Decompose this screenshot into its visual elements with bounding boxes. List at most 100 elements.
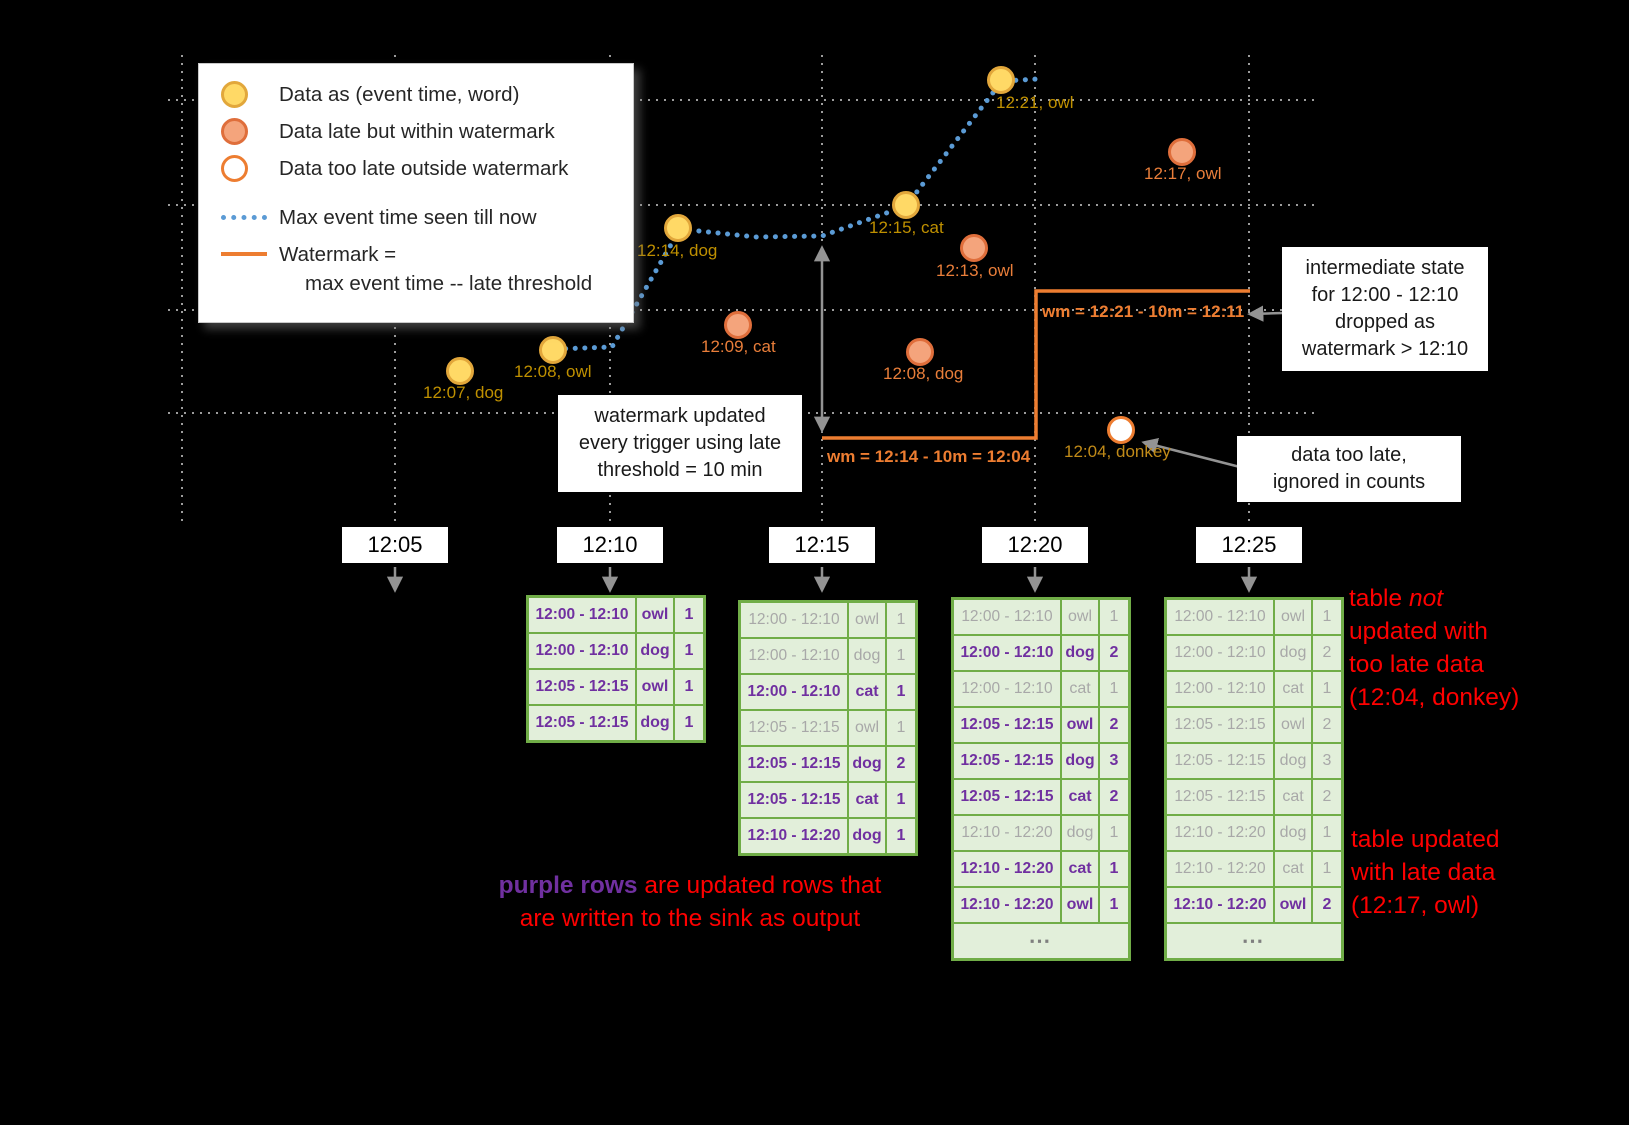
cell-word: dog bbox=[1062, 636, 1098, 670]
note-line: table updated bbox=[1351, 826, 1500, 853]
cell-window: 12:05 - 12:15 bbox=[954, 780, 1060, 814]
callout-line: watermark updated bbox=[594, 405, 766, 427]
cell-window: 12:10 - 12:20 bbox=[741, 819, 847, 853]
too-late-callout-arrow bbox=[1141, 437, 1241, 469]
cell-word: dog bbox=[849, 819, 885, 853]
event-point-label: 12:04, donkey bbox=[1064, 442, 1171, 461]
cell-window: 12:10 - 12:20 bbox=[1167, 816, 1273, 850]
cell-window: 12:00 - 12:10 bbox=[954, 636, 1060, 670]
too-late-dot-icon bbox=[221, 155, 248, 182]
legend-item-too-late: Data too late outside watermark bbox=[221, 154, 619, 183]
callout-line: data too late, bbox=[1291, 444, 1407, 466]
callout-line: threshold = 10 min bbox=[597, 459, 763, 481]
cell-count: 3 bbox=[1313, 744, 1341, 778]
cell-count: 2 bbox=[1100, 708, 1128, 742]
cell-count: 2 bbox=[887, 747, 915, 781]
cell-word: cat bbox=[849, 783, 885, 817]
cell-window: 12:00 - 12:10 bbox=[1167, 636, 1273, 670]
cell-window: 12:00 - 12:10 bbox=[954, 672, 1060, 706]
cell-word: dog bbox=[849, 747, 885, 781]
cell-window: 12:05 - 12:15 bbox=[529, 670, 635, 704]
cell-word: owl bbox=[1062, 888, 1098, 922]
cell-word: cat bbox=[1062, 672, 1098, 706]
note-table-updated-late: table updated with late data (12:17, owl… bbox=[1351, 823, 1500, 922]
note-line: table not bbox=[1349, 585, 1443, 612]
cell-count: 2 bbox=[1313, 780, 1341, 814]
cell-word: owl bbox=[637, 670, 673, 704]
cell-word: owl bbox=[1275, 888, 1311, 922]
cell-window: 12:00 - 12:10 bbox=[741, 603, 847, 637]
cell-count: 1 bbox=[1313, 672, 1341, 706]
cell-window: 12:00 - 12:10 bbox=[529, 634, 635, 668]
cell-count: 1 bbox=[887, 711, 915, 745]
ellipsis-cell: ⋯ bbox=[1167, 924, 1341, 958]
event-point-label: 12:15, cat bbox=[869, 218, 944, 237]
cell-word: cat bbox=[1275, 672, 1311, 706]
note-line: purple rows are updated rows that bbox=[498, 872, 882, 899]
cell-window: 12:00 - 12:10 bbox=[741, 639, 847, 673]
legend-item-late: Data late but within watermark bbox=[221, 117, 619, 146]
cell-count: 1 bbox=[887, 819, 915, 853]
late-dot-icon bbox=[221, 118, 248, 145]
cell-count: 2 bbox=[1100, 636, 1128, 670]
note-line: are written to the sink as output bbox=[519, 905, 861, 932]
note-line: (12:04, donkey) bbox=[1349, 684, 1520, 711]
cell-word: dog bbox=[1275, 636, 1311, 670]
max-event-time-line bbox=[553, 76, 1041, 352]
cell-window: 12:00 - 12:10 bbox=[954, 600, 1060, 634]
event-dot-late bbox=[960, 234, 988, 262]
ellipsis-row: ⋯ bbox=[954, 924, 1128, 958]
cell-count: 1 bbox=[1100, 852, 1128, 886]
cell-count: 1 bbox=[1313, 852, 1341, 886]
cell-word: owl bbox=[849, 711, 885, 745]
cell-word: owl bbox=[1275, 708, 1311, 742]
event-dot-on-time bbox=[892, 191, 920, 219]
cell-window: 12:05 - 12:15 bbox=[529, 706, 635, 740]
cell-word: owl bbox=[1062, 708, 1098, 742]
event-point-label: 12:13, owl bbox=[936, 261, 1014, 280]
cell-window: 12:10 - 12:20 bbox=[954, 816, 1060, 850]
cell-word: owl bbox=[1275, 600, 1311, 634]
cell-word: dog bbox=[637, 706, 673, 740]
cell-window: 12:05 - 12:15 bbox=[954, 708, 1060, 742]
cell-count: 1 bbox=[887, 675, 915, 709]
event-dot-late bbox=[1168, 138, 1196, 166]
intermediate-callout-arrow bbox=[1247, 305, 1284, 322]
cell-count: 1 bbox=[1313, 600, 1341, 634]
note-line: too late data bbox=[1349, 651, 1484, 678]
cell-count: 2 bbox=[1313, 888, 1341, 922]
watermark-line-icon bbox=[221, 252, 267, 256]
note-line: (12:17, owl) bbox=[1351, 892, 1480, 919]
purple-rows-highlight: purple rows bbox=[498, 872, 638, 899]
event-point-label: 12:14, dog bbox=[637, 241, 718, 260]
cell-window: 12:10 - 12:20 bbox=[1167, 852, 1273, 886]
cell-word: owl bbox=[637, 598, 673, 632]
max-event-time-line-icon bbox=[221, 215, 267, 220]
cell-word: owl bbox=[1062, 600, 1098, 634]
cell-word: owl bbox=[849, 603, 885, 637]
cell-word: cat bbox=[1062, 852, 1098, 886]
event-point-label: 12:08, dog bbox=[883, 364, 964, 383]
watermark-value-1: wm = 12:14 - 10m = 12:04 bbox=[827, 447, 1031, 466]
callout-line: ignored in counts bbox=[1272, 471, 1426, 493]
trigger-down-arrows bbox=[386, 567, 1258, 593]
event-point-label: 12:21, owl bbox=[996, 93, 1074, 112]
callout-line: intermediate state bbox=[1305, 257, 1465, 279]
